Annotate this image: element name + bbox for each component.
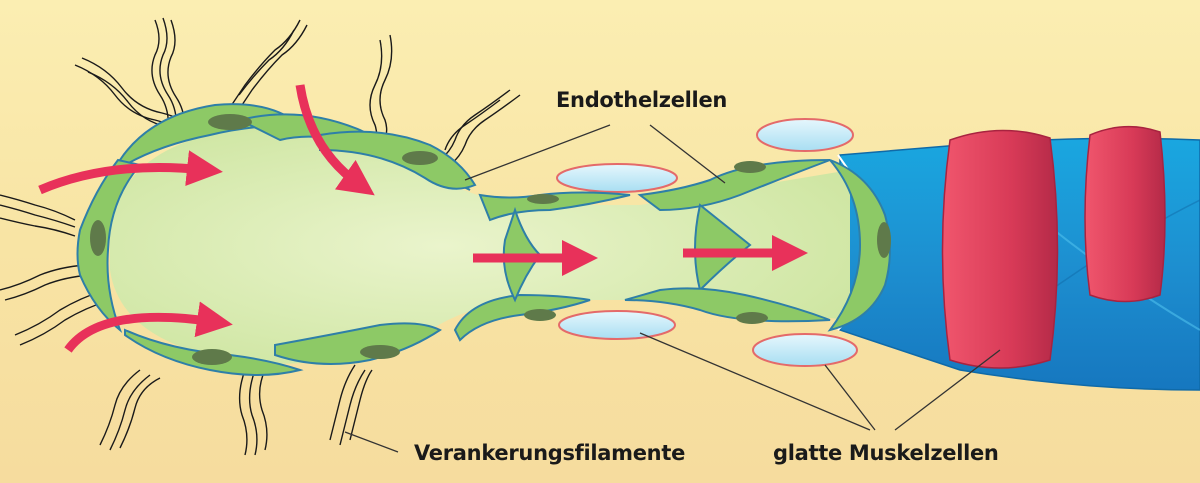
label-verankerungsfilamente: Verankerungsfilamente [414, 441, 686, 465]
valve-muscle-cells [556, 118, 858, 367]
flow-arrows [38, 84, 808, 353]
flow-arrow-top-inflow [295, 84, 375, 196]
flow-arrow-left-top [38, 150, 223, 195]
lymph-capillary-lumen [110, 128, 850, 364]
endothelial-cells [76, 103, 891, 376]
leader-lines [344, 124, 1001, 453]
smooth-muscle-band-2 [1084, 125, 1166, 303]
label-glatte-muskelzellen: glatte Muskelzellen [773, 441, 999, 465]
smooth-muscle-band-1 [941, 129, 1059, 369]
cell-nuclei [90, 114, 891, 365]
flow-arrow-left-bottom [64, 301, 233, 353]
label-endothelzellen: Endothelzellen [556, 88, 728, 112]
